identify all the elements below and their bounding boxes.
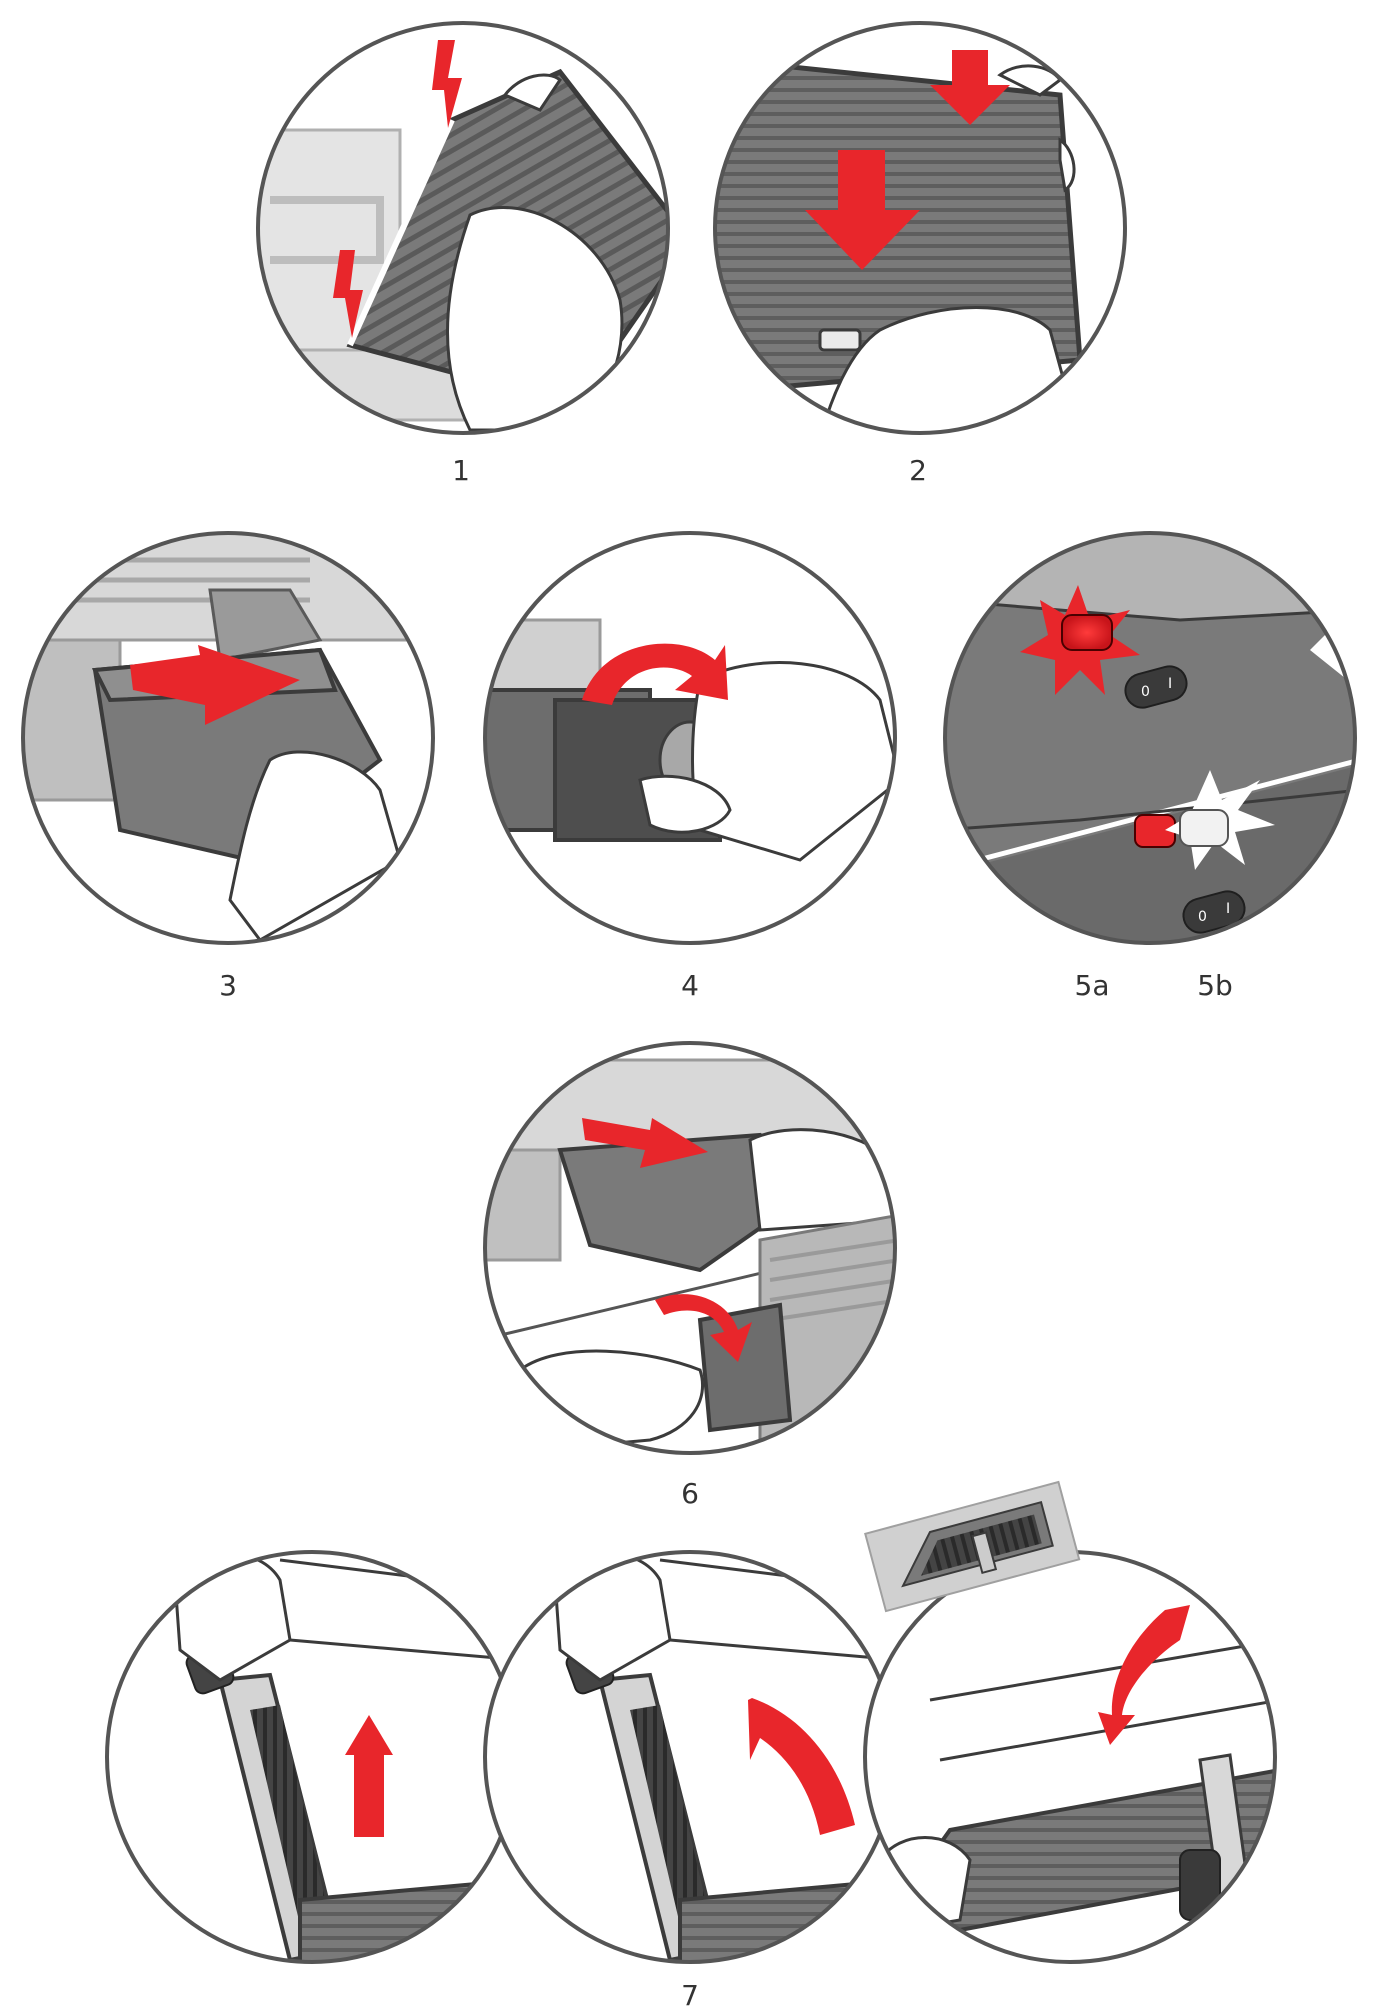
step-1-illustration	[256, 21, 670, 435]
red-arrow-icon	[345, 1715, 393, 1837]
step-7b-illustration	[483, 1550, 897, 1964]
switch-off-mark: 0	[1141, 684, 1150, 700]
red-arrow-icon	[805, 150, 920, 270]
step-4-illustration	[483, 531, 897, 945]
step-label-1: 1	[452, 454, 470, 487]
step-6-illustration	[483, 1041, 897, 1455]
red-arrow-icon	[333, 250, 363, 338]
step-label-4: 4	[681, 969, 699, 1002]
red-arrow-icon	[582, 1118, 708, 1168]
red-arrow-icon	[748, 1698, 855, 1835]
step-label-6: 6	[681, 1477, 699, 1510]
switch-off-mark: 0	[1198, 909, 1207, 925]
switch-on-mark: I	[1168, 676, 1172, 692]
red-arrow-icon	[1098, 1605, 1190, 1745]
step-3-illustration	[21, 531, 435, 945]
step-label-3: 3	[219, 969, 237, 1002]
step-label-2: 2	[909, 454, 927, 487]
red-arrow-icon	[582, 643, 728, 705]
step-7a-illustration	[105, 1550, 519, 1964]
red-arrow-icon	[655, 1294, 752, 1362]
red-arrow-icon	[432, 40, 462, 128]
step-label-7: 7	[681, 1979, 699, 2012]
step-5-illustration: 0 I 0 I	[943, 531, 1357, 945]
red-arrow-icon	[130, 645, 300, 725]
red-arrow-icon	[930, 50, 1010, 125]
step-2-illustration	[713, 21, 1127, 435]
step-label-5a: 5a	[1074, 969, 1110, 1002]
inset-grill-thumbnail	[864, 1480, 1081, 1613]
step-label-5b: 5b	[1197, 969, 1233, 1002]
step-7c-illustration	[863, 1480, 1277, 1964]
power-switch-icon: 0 I	[1124, 665, 1188, 709]
switch-on-mark: I	[1226, 901, 1230, 917]
power-switch-icon: 0 I	[1182, 890, 1246, 934]
